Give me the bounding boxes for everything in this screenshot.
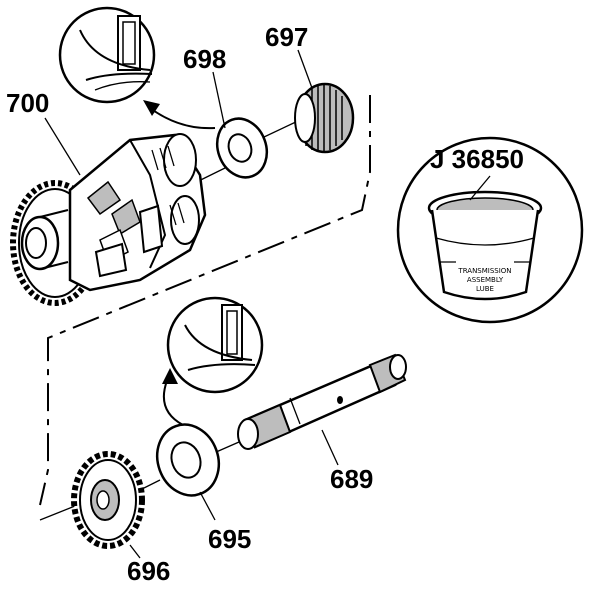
upper-arrow-head — [143, 100, 160, 116]
case-hub — [20, 209, 69, 271]
thrust-washer-lower — [155, 423, 221, 497]
callout-697: 697 — [265, 22, 308, 52]
shaft-spline-lower — [237, 403, 292, 450]
lower-install-arrow — [163, 377, 184, 426]
lube-tool-inset: TRANSMISSION ASSEMBLY LUBE — [396, 136, 584, 324]
leader-697 — [297, 49, 313, 89]
callout-700: 700 — [6, 88, 49, 118]
leader-tool — [469, 175, 491, 201]
leader-695 — [199, 491, 216, 521]
side-gear-lower — [71, 451, 145, 549]
callout-698: 698 — [183, 44, 226, 74]
output-shaft — [237, 353, 407, 450]
can-label-line3: LUBE — [476, 285, 494, 293]
callout-689: 689 — [330, 464, 373, 494]
lube-container: TRANSMISSION ASSEMBLY LUBE — [427, 190, 543, 301]
pinion-gears — [86, 180, 141, 264]
callout-tool: J 36850 — [430, 144, 524, 174]
upper-install-arrow — [149, 107, 216, 130]
leader-689 — [321, 429, 339, 466]
can-label-line2: ASSEMBLY — [467, 276, 504, 284]
shaft-spline-upper — [368, 353, 407, 394]
upper-detail-inset — [58, 6, 156, 104]
leader-700 — [44, 117, 81, 176]
callout-696: 696 — [127, 556, 170, 586]
callout-695: 695 — [208, 524, 251, 554]
leader-696 — [129, 544, 141, 559]
side-gear-upper — [294, 82, 355, 154]
thrust-washer-upper — [215, 117, 269, 179]
can-label-line1: TRANSMISSION — [457, 267, 511, 275]
lower-arrow-head — [162, 368, 178, 384]
differential-case — [10, 133, 207, 306]
leader-698 — [212, 71, 226, 129]
lower-detail-inset — [166, 296, 264, 394]
